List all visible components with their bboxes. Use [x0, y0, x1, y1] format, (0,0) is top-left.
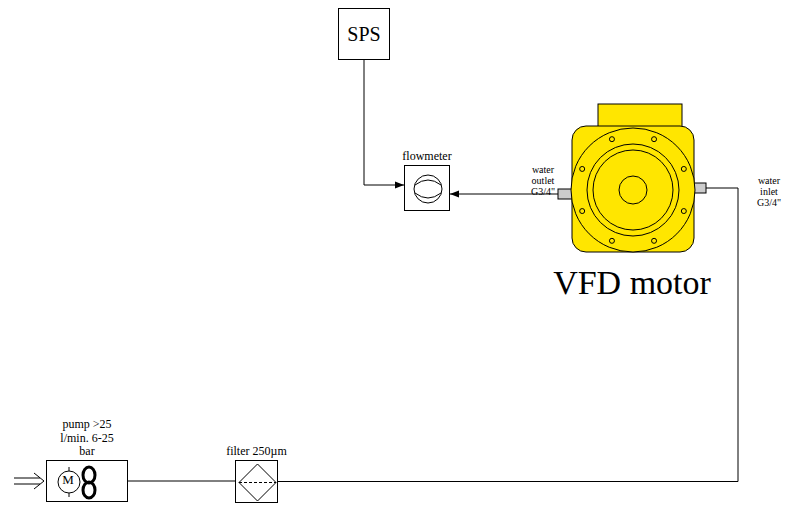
- controller-box: SPS: [338, 8, 390, 60]
- motor: VFD motor: [558, 104, 706, 254]
- port-label: water inlet G3/4": [752, 175, 786, 208]
- motor-letter: M: [56, 473, 80, 487]
- flowmeter-box: flowmeter: [404, 165, 450, 211]
- connector-line: [364, 60, 404, 185]
- connector-line: [128, 481, 235, 482]
- inlet-arrow: [14, 473, 44, 489]
- node-heading: pump >25 l/min. 6-25 bar: [59, 418, 115, 458]
- node-text: SPS: [347, 23, 380, 46]
- node-heading: VFD motor: [532, 264, 732, 301]
- node-heading: filter 250µm: [217, 445, 297, 458]
- flowmeter-symbol: [405, 166, 449, 210]
- port-label: water outlet G3/4": [526, 164, 560, 197]
- motor-illustration: [558, 104, 706, 254]
- pump-box: pump >25 l/min. 6-25 bar: [46, 460, 128, 502]
- node-heading: flowmeter: [392, 150, 462, 163]
- pipe-connector: [364, 60, 404, 189]
- filter-symbol: [236, 461, 277, 502]
- pump-symbol: [47, 461, 127, 501]
- arrowhead: [395, 182, 404, 189]
- arrowhead: [450, 191, 459, 198]
- filter-box: filter 250µm: [235, 460, 278, 503]
- pipe-connector: [128, 481, 235, 482]
